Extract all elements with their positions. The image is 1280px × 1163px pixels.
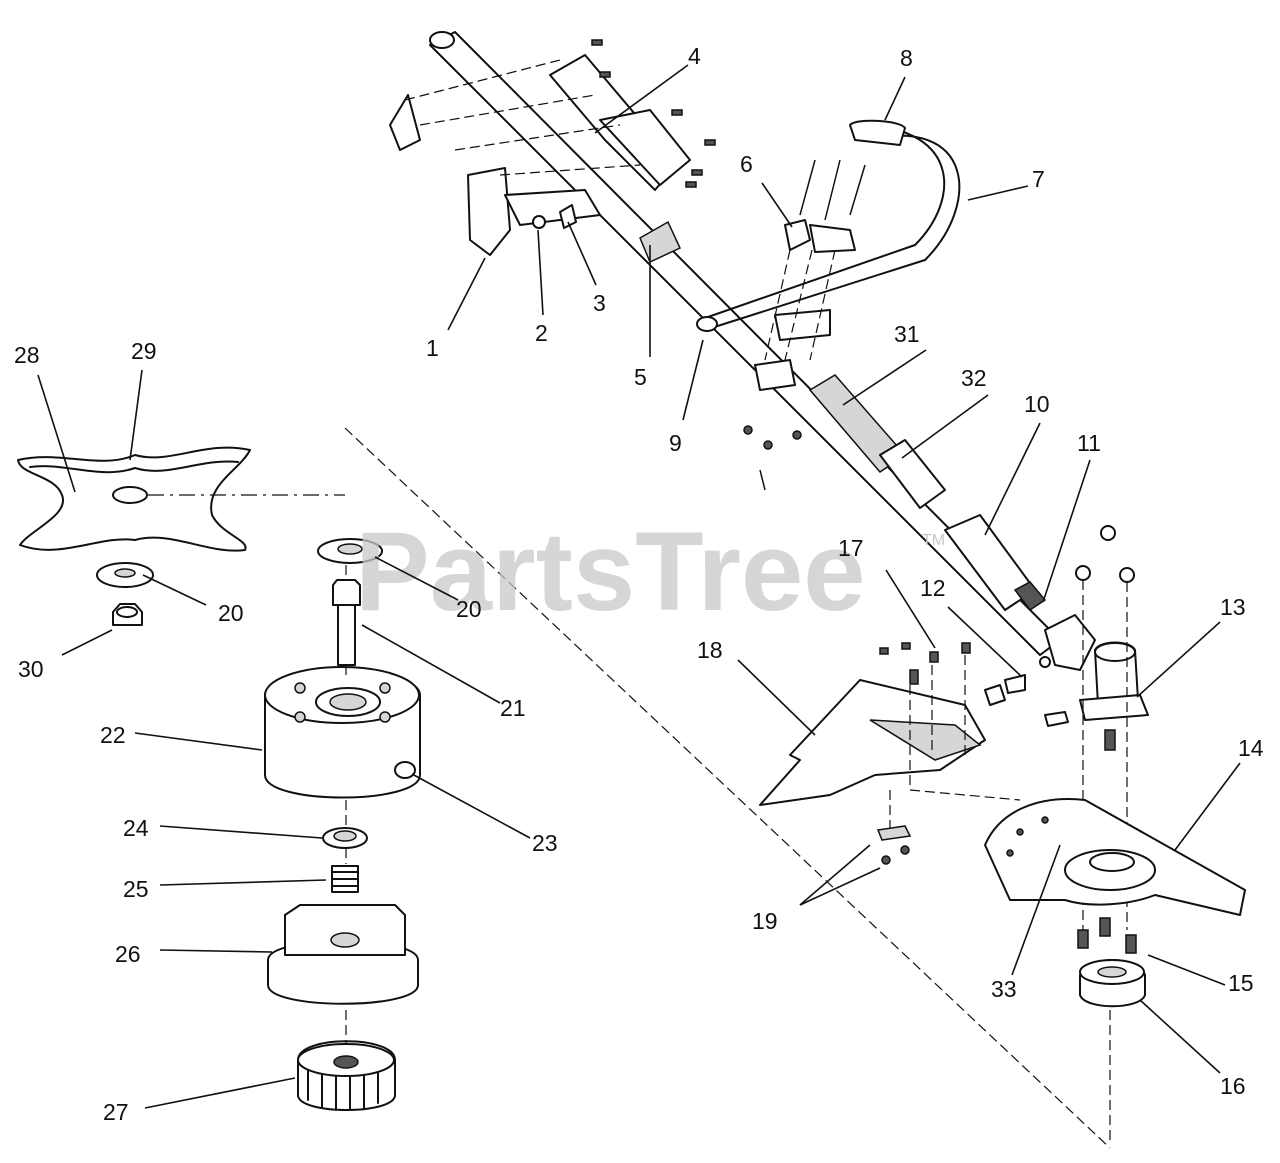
leader-lines [37,64,1241,1109]
callout-14: 14 [1238,735,1264,761]
callout-7: 7 [1032,166,1045,192]
watermark-trademark: TM [922,532,945,549]
callout-25: 25 [123,876,149,902]
gear-head-assembly [984,525,1149,930]
watermark-text: PartsTree [355,509,866,634]
callout-22: 22 [100,722,126,748]
callout-28: 28 [14,342,40,368]
callout-1: 1 [426,335,439,361]
callout-12: 12 [920,575,946,601]
callout-11: 11 [1077,430,1101,456]
trimmer-guard-assembly [984,798,1246,1140]
callout-labels: 1 2 3 4 5 6 7 8 9 10 11 12 13 14 15 16 1… [14,43,1264,1125]
callout-21: 21 [500,695,526,721]
shaft-assembly [389,31,1061,656]
callout-10: 10 [1024,391,1050,417]
callout-4: 4 [688,43,701,69]
callout-17: 17 [838,535,864,561]
callout-24: 24 [123,815,149,841]
callout-16: 16 [1220,1073,1246,1099]
watermark: PartsTree TM [355,509,945,634]
callout-23: 23 [532,830,558,856]
cutting-head-assembly [17,446,421,1111]
guard-shield-assembly [759,642,1021,865]
callout-6: 6 [740,151,753,177]
callout-5: 5 [634,364,647,390]
callout-32: 32 [961,365,987,391]
callout-3: 3 [593,290,606,316]
callout-19: 19 [752,908,778,934]
callout-15: 15 [1228,970,1254,996]
callout-2: 2 [535,320,548,346]
callout-31: 31 [894,321,920,347]
callout-30: 30 [18,656,44,682]
section-divider-line [344,427,1111,1149]
callout-13: 13 [1220,594,1246,620]
callout-18: 18 [697,637,723,663]
loop-handle-assembly [696,119,961,491]
callout-27: 27 [103,1099,129,1125]
callout-20-right: 20 [456,596,482,622]
callout-9: 9 [669,430,682,456]
callout-33: 33 [991,976,1017,1002]
callout-29: 29 [131,338,157,364]
callout-8: 8 [900,45,913,71]
callout-20-left: 20 [218,600,244,626]
callout-26: 26 [115,941,141,967]
